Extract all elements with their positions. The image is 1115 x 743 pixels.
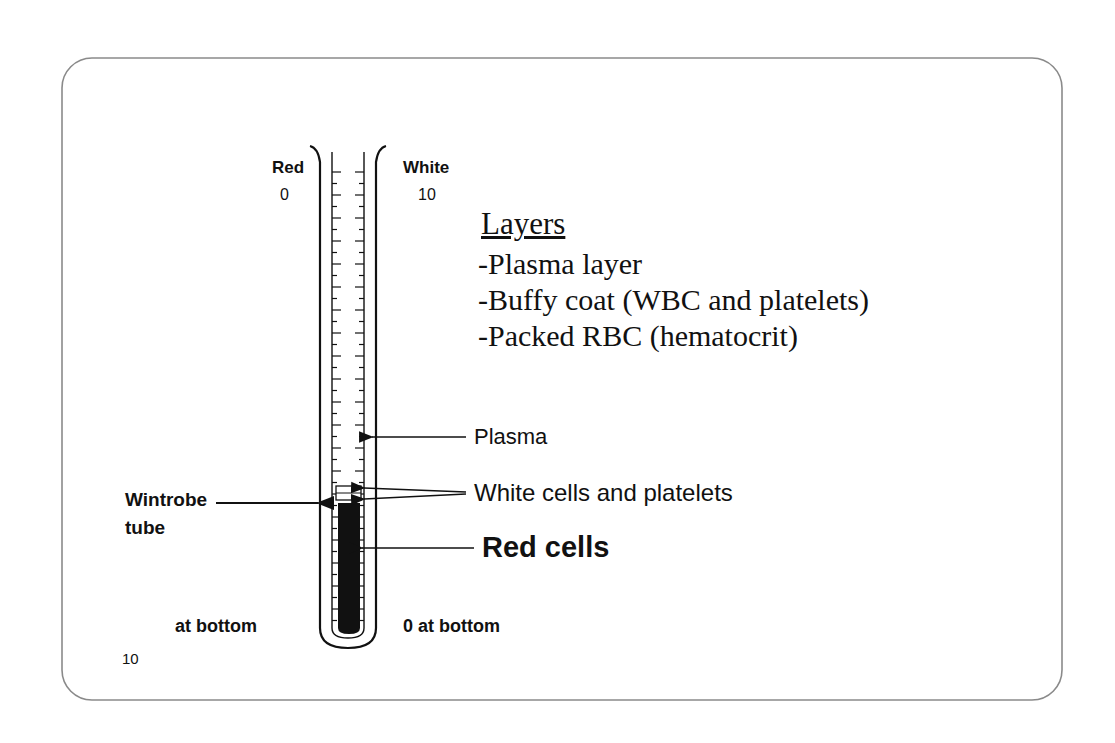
scale-tick: [355, 332, 364, 333]
scale-tick: [332, 470, 341, 471]
scale-tick: [359, 298, 364, 299]
scale-tick: [355, 240, 364, 241]
list-heading: Layers: [481, 206, 565, 242]
scale-tick: [355, 263, 364, 264]
scale-tick: [332, 217, 341, 218]
scale-tick: [332, 263, 341, 264]
scale-tick: [332, 309, 341, 310]
panel-border: [62, 58, 1062, 700]
scale-tick: [359, 344, 364, 345]
scale-tick: [332, 424, 341, 425]
scale-tick: [359, 413, 364, 414]
scale-tick: [355, 194, 364, 195]
scale-tick: [355, 447, 364, 448]
scale-tick: [332, 171, 341, 172]
leader-line: [362, 547, 474, 549]
scale-tick: [332, 597, 337, 598]
scale-tick: [332, 252, 337, 253]
scale-tick: [332, 206, 337, 207]
scale-tick: [359, 482, 364, 483]
scale-tick: [332, 436, 337, 437]
leader-line: [364, 494, 466, 499]
scale-tick: [359, 321, 364, 322]
scale-tick: [332, 286, 341, 287]
scale-tick: [359, 275, 364, 276]
scale-tick: [332, 229, 337, 230]
scale-tick: [355, 424, 364, 425]
scale-tick: [332, 551, 337, 552]
scale-tick: [332, 482, 337, 483]
scale-tick: [332, 574, 337, 575]
scale-tick: [355, 378, 364, 379]
scale-tick: [332, 240, 341, 241]
scale-tick: [332, 344, 337, 345]
scale-tick: [359, 459, 364, 460]
buffy-coat: [336, 486, 361, 500]
leader-line: [364, 488, 466, 492]
scale-tick: [355, 470, 364, 471]
scale-tick: [355, 171, 364, 172]
scale-label: White: [403, 158, 449, 178]
scale-tick: [332, 275, 337, 276]
scale-tick: [332, 183, 337, 184]
scale-tick: [359, 436, 364, 437]
scale-tick: [332, 447, 341, 448]
scale-tick: [355, 355, 364, 356]
scale-tick: [359, 252, 364, 253]
scale-tick: [332, 332, 341, 333]
scale-tick: [359, 206, 364, 207]
scale-number: 10: [122, 650, 139, 667]
list-item: -Plasma layer: [478, 247, 642, 282]
pointer-arrow: [216, 502, 318, 504]
scale-tick: [355, 286, 364, 287]
scale-tick: [332, 298, 337, 299]
scale-tick: [359, 367, 364, 368]
scale-tick: [332, 401, 341, 402]
scale-tick: [359, 390, 364, 391]
scale-tick: [355, 309, 364, 310]
layer-label: Plasma: [474, 424, 547, 449]
scale-tick: [332, 505, 337, 506]
scale-tick: [332, 378, 341, 379]
leader-line: [372, 436, 466, 438]
scale-tick: [332, 413, 337, 414]
part-label: Wintrobe tube: [125, 486, 221, 542]
scale-tick: [359, 229, 364, 230]
buffy-coat-line: [336, 493, 361, 494]
red-cell-column: [338, 503, 360, 634]
scale-note: 0 at bottom: [403, 616, 500, 637]
scale-tick: [332, 321, 337, 322]
scale-tick: [332, 390, 337, 391]
scale-tick: [332, 367, 337, 368]
scale-tick: [332, 620, 337, 621]
list-item: -Buffy coat (WBC and platelets): [478, 283, 869, 318]
scale-number: 10: [418, 186, 436, 204]
scale-tick: [332, 528, 337, 529]
scale-tick: [332, 459, 337, 460]
scale-tick: [359, 183, 364, 184]
layer-label: White cells and platelets: [474, 479, 733, 507]
scale-tick: [355, 401, 364, 402]
scale-tick: [332, 194, 341, 195]
scale-note: at bottom: [175, 616, 257, 637]
layer-label: Red cells: [482, 531, 609, 564]
scale-tick: [332, 355, 341, 356]
tube-outline: [310, 146, 386, 648]
scale-tick: [355, 217, 364, 218]
tube-bore: [332, 152, 364, 638]
scale-number: 0: [280, 186, 289, 204]
scale-label: Red: [272, 158, 304, 178]
list-item: -Packed RBC (hematocrit): [478, 319, 798, 354]
